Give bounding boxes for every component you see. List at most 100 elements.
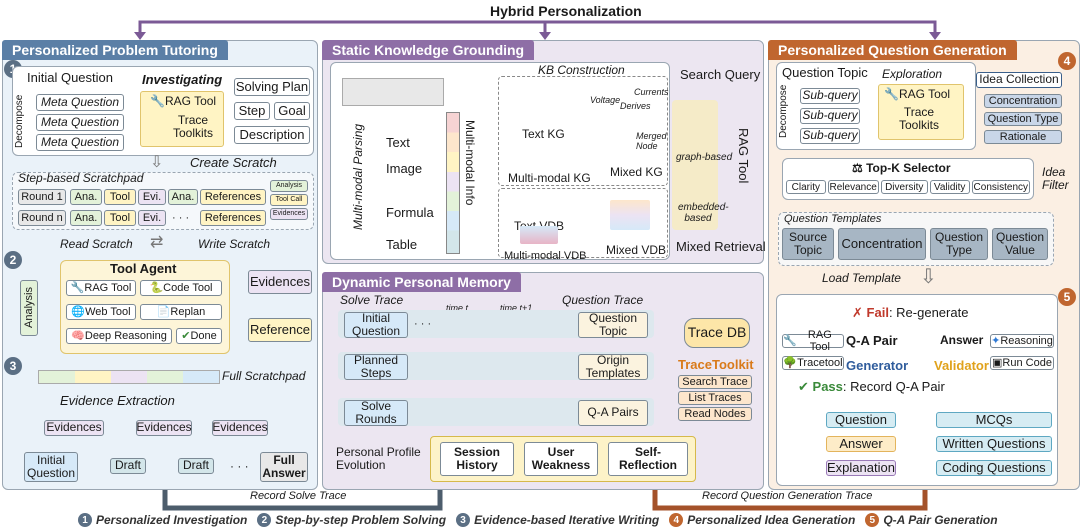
meta-question-3: Meta Question	[36, 134, 124, 151]
references-cell-1: References	[200, 189, 266, 205]
tool-agent-title: Tool Agent	[110, 261, 177, 276]
solve-rounds-mem: Solve Rounds	[344, 399, 408, 426]
cross-icon: ✗	[852, 305, 863, 320]
source-topic-cell: Source Topic	[782, 228, 834, 260]
mixed-retrieval-label: Mixed Retrieval	[676, 239, 766, 254]
rationale-tag: Rationale	[984, 130, 1062, 144]
search-trace-btn: Search Trace	[678, 375, 752, 389]
multimodal-info-label: Multi-modal Info	[463, 120, 477, 206]
voltage-label: Voltage	[590, 95, 621, 105]
initial-question-box: Initial Question	[24, 452, 78, 482]
topk-selector-title: ⚖ Top-K Selector	[852, 161, 951, 175]
written-questions-chip: Written Questions	[936, 436, 1052, 452]
sub-query-3: Sub-query	[800, 128, 860, 144]
meta-question-1: Meta Question	[36, 94, 124, 111]
rag-tool-vertical-label: RAG Tool	[736, 128, 751, 184]
sub-query-1: Sub-query	[800, 88, 860, 104]
vdb-box	[498, 188, 668, 258]
rag-tool-btn: 🔧RAG Tool	[66, 280, 136, 296]
time-t-label: time t	[446, 303, 469, 313]
deep-reasoning-btn: 🧠Deep Reasoning	[66, 328, 172, 344]
description-box: Description	[234, 126, 310, 144]
full-scratchpad-strip	[38, 370, 220, 384]
replan-btn: 📄Replan	[140, 304, 222, 320]
decompose-label-2: Decompose	[778, 84, 789, 138]
run-code-btn: ▣Run Code	[990, 356, 1054, 370]
qa-pairs-mem: Q-A Pairs	[578, 400, 648, 426]
reasoning-btn: ✦Reasoning	[990, 334, 1054, 348]
rag-tool-label: 🔧RAG Tool	[150, 94, 217, 108]
ellipsis-scratch: · · ·	[172, 212, 190, 224]
user-weakness-box: User Weakness	[524, 442, 598, 476]
explanation-chip: Explanation	[826, 459, 896, 476]
qa-generation-box	[776, 294, 1058, 486]
question-trace-label: Question Trace	[562, 293, 644, 307]
question-chip: Question	[826, 412, 896, 428]
evidence-extraction-label: Evidence Extraction	[60, 393, 175, 408]
cycle-icon: ⇄	[150, 234, 164, 251]
answer-label: Answer	[940, 333, 984, 347]
solving-plan-box: Solving Plan	[234, 78, 310, 96]
panel-title-generation: Personalized Question Generation	[768, 40, 1017, 60]
concentration-tag: Concentration	[984, 94, 1062, 108]
concentration-cell: Concentration	[838, 228, 926, 260]
idea-collection-box: Idea Collection	[976, 72, 1062, 88]
text-label: Text	[386, 135, 410, 150]
criterion-diversity: Diversity	[880, 180, 928, 194]
trace-toolkits-label: Trace Toolkits	[172, 113, 213, 141]
check-icon: ✔	[181, 329, 191, 342]
reference-box: Reference	[248, 318, 312, 342]
initial-question-mem: Initial Question	[344, 311, 408, 338]
kg-box	[498, 76, 668, 186]
check-icon: ✔	[798, 379, 809, 394]
table-label: Table	[386, 237, 418, 252]
criterion-validity: Validity	[929, 180, 970, 194]
rag-tool-gen: 🔧RAG Tool	[782, 329, 844, 353]
image-label: Image	[386, 161, 423, 176]
wrench-icon: 🔧	[150, 94, 165, 108]
meta-question-2: Meta Question	[36, 114, 124, 131]
tree-icon: 🌳	[783, 356, 798, 369]
investigating-tools	[140, 91, 224, 147]
retrieval-band	[672, 100, 718, 230]
full-answer-box: Full Answer	[260, 452, 308, 482]
question-type-cell: Question Type	[930, 228, 988, 260]
step-number-4: 4	[1058, 52, 1076, 70]
document-icons	[342, 78, 444, 106]
down-arrow-icon: ⇩	[150, 154, 164, 171]
criteria-row: Clarity Relevance Diversity Validity Con…	[786, 180, 1031, 194]
document-icon: 📄	[156, 305, 171, 318]
code-tool-btn: 🐍Code Tool	[140, 280, 222, 296]
multimodal-vdb-label: Multi-modal VDB	[504, 250, 587, 262]
python-icon: 🐍	[149, 281, 164, 294]
analysis-sidebar: Analysis	[20, 280, 38, 336]
exploration-label: Exploration	[882, 67, 943, 81]
read-nodes-btn: Read Nodes	[678, 407, 752, 421]
generator-label: Generator	[846, 358, 909, 373]
evi-cell-1: Evi.	[138, 189, 166, 205]
currents-label: Currents	[634, 87, 669, 97]
time-t1-label: time t+1	[500, 303, 533, 313]
write-scratch-label: Write Scratch	[198, 237, 271, 251]
pass-line: ✔ Pass: Record Q-A Pair	[798, 379, 945, 394]
investigating-label: Investigating	[142, 72, 223, 87]
formula-label: Formula	[386, 205, 434, 220]
record-generation-label: Record Question Generation Trace	[702, 490, 873, 502]
criterion-clarity: Clarity	[786, 180, 826, 194]
legend-tool-call: Tool Call	[270, 194, 308, 206]
round-1-label: Round 1	[18, 189, 66, 205]
step-number-3: 3	[4, 357, 22, 375]
panel-title-memory: Dynamic Personal Memory	[322, 272, 521, 292]
criterion-consistency: Consistency	[971, 180, 1031, 194]
decompose-label: Decompose	[14, 94, 25, 148]
tool-cell-2: Tool	[104, 210, 136, 226]
self-reflection-box: Self-Reflection	[608, 442, 688, 476]
create-scratch-label: Create Scratch	[190, 155, 277, 170]
panel-title-static: Static Knowledge Grounding	[322, 40, 535, 60]
down-arrow-icon-2: ⇩	[920, 266, 937, 288]
planned-steps-mem: Planned Steps	[344, 353, 408, 380]
mixed-kg-label: Mixed KG	[610, 165, 663, 179]
draft-box-2: Draft	[178, 458, 214, 474]
